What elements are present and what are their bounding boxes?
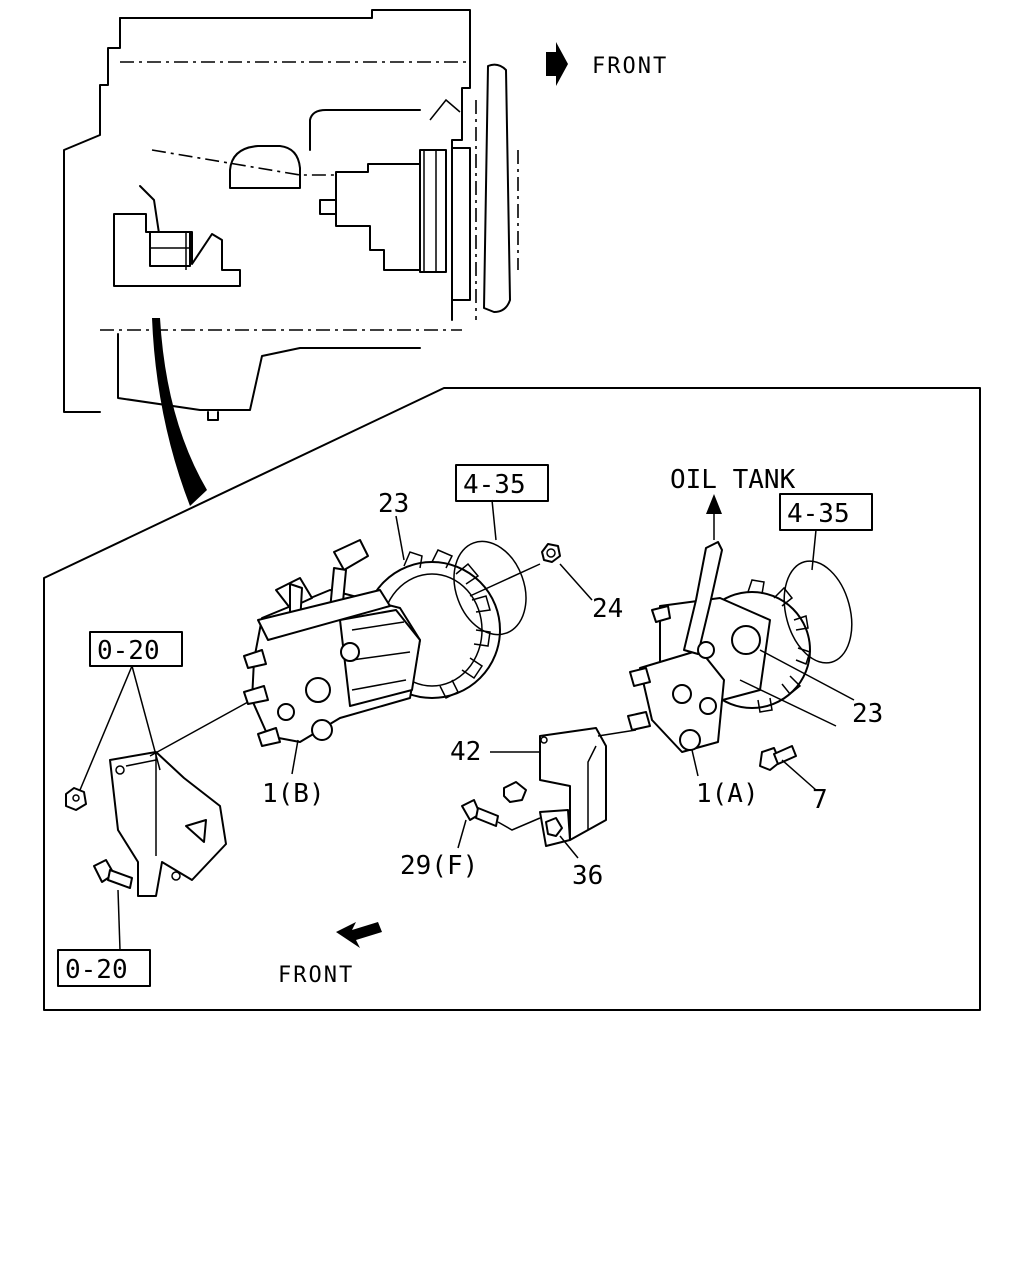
front-label-top: FRONT <box>592 54 668 79</box>
ref-box-4-35-left: 4-35 <box>455 464 549 502</box>
callout-23-right: 23 <box>852 699 883 729</box>
engine-overview <box>63 9 519 506</box>
bolt-7 <box>759 745 817 791</box>
ref-box-0-20-bottom: 0-20 <box>57 949 151 987</box>
oil-tank-direction: OIL TANK <box>670 465 796 540</box>
gear-teeth-right <box>747 579 811 713</box>
mounting-bracket-left <box>65 701 249 897</box>
ref-4-35-left-text: 4-35 <box>463 470 526 500</box>
callout-1b: 1(B) <box>262 779 325 809</box>
nut-24 <box>469 543 593 601</box>
bracket-42 <box>503 727 637 859</box>
oil-tank-arrow-icon <box>706 494 722 514</box>
callout-24: 24 <box>592 594 623 624</box>
front-label-bottom: FRONT <box>278 963 354 988</box>
detail-frame <box>43 387 981 1011</box>
ref-0-20-top-text: 0-20 <box>97 636 160 666</box>
o-ring-left <box>453 540 527 636</box>
o-ring-right <box>783 560 853 664</box>
front-direction-top: FRONT <box>546 42 668 86</box>
leader-lines <box>79 499 855 951</box>
callout-7: 7 <box>812 785 828 815</box>
callout-36: 36 <box>572 861 603 891</box>
ref-box-4-35-right: 4-35 <box>779 493 873 531</box>
injection-pump-b <box>243 539 527 747</box>
callout-42: 42 <box>450 737 481 767</box>
ref-0-20-bottom-text: 0-20 <box>65 955 128 985</box>
gear-teeth-left <box>403 549 491 700</box>
callout-23-left: 23 <box>378 489 409 519</box>
ref-4-35-right-text: 4-35 <box>787 499 850 529</box>
front-arrow-bottom-icon <box>336 922 382 948</box>
front-arrow-icon <box>546 42 568 86</box>
front-direction-bottom: FRONT <box>278 922 382 988</box>
oil-tank-label: OIL TANK <box>670 465 796 495</box>
injection-pump-a <box>627 541 853 753</box>
callout-1a: 1(A) <box>696 779 759 809</box>
bolt-29f <box>457 799 541 849</box>
ref-box-0-20-top: 0-20 <box>89 631 183 667</box>
callout-29f: 29(F) <box>400 851 478 881</box>
